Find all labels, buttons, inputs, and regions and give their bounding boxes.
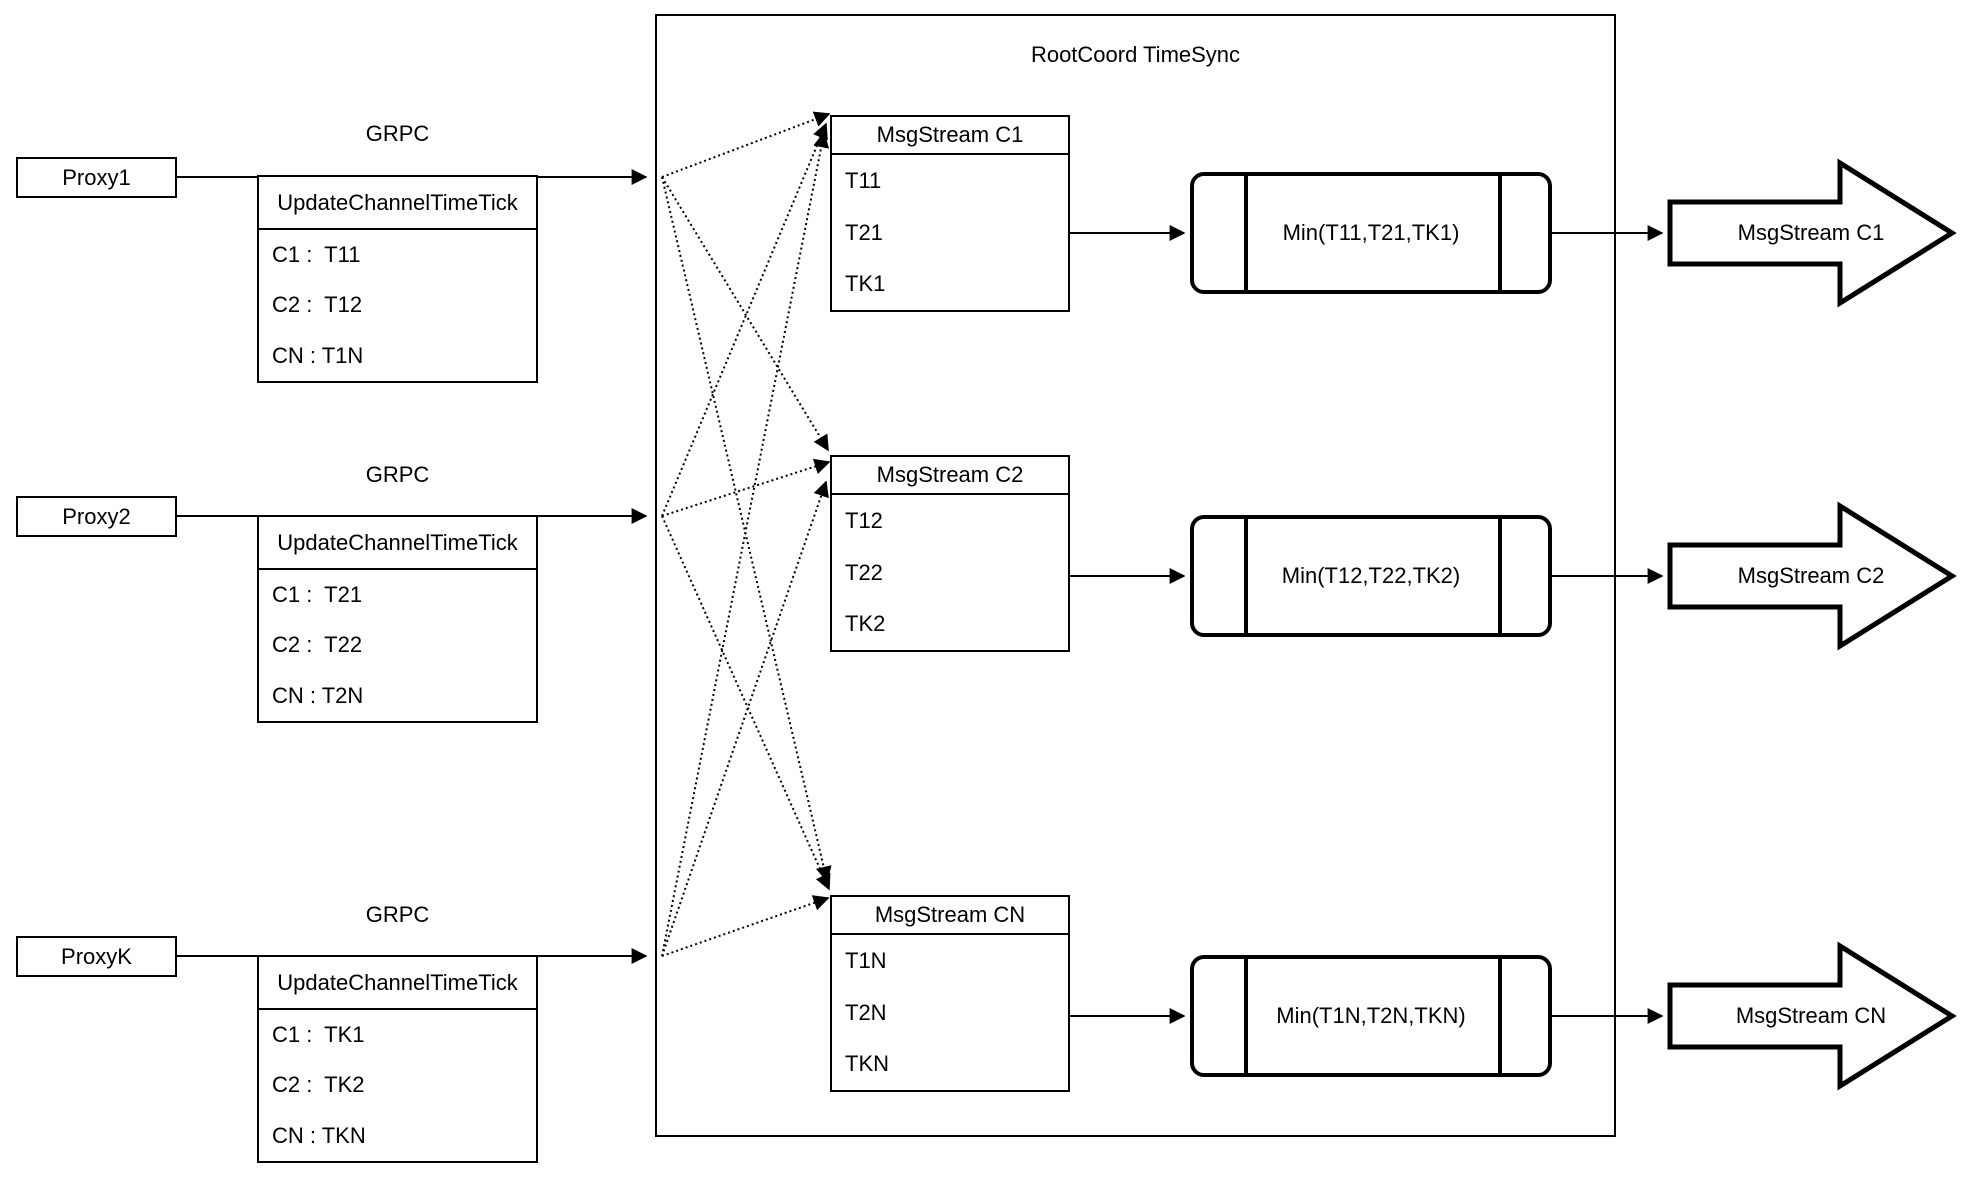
table-header: UpdateChannelTimeTick: [259, 177, 536, 230]
dotted-arrow-p1-cn: [661, 176, 832, 883]
min-box-3: Min(T1N,T2N,TKN): [1190, 955, 1552, 1077]
msgstream-out-arrow-shape-1: [1667, 158, 1957, 308]
msgstream-out-arrow-shape-2: [1667, 501, 1957, 651]
table-row: C1 : T21: [272, 582, 363, 608]
table-row: C2 : TK2: [272, 1072, 365, 1098]
dotted-arrow-p2-c2: [661, 458, 831, 517]
proxy1-box: Proxy1: [16, 157, 177, 198]
min-label-3: Min(T1N,T2N,TKN): [1276, 1003, 1466, 1028]
min-box-left-divider: [1244, 519, 1248, 633]
table-row: C2 : T22: [272, 632, 363, 658]
table-header: UpdateChannelTimeTick: [259, 517, 536, 570]
table-row: TK2: [845, 611, 886, 637]
min-label-2: Min(T12,T22,TK2): [1281, 563, 1461, 588]
proxy2-box: Proxy2: [16, 496, 177, 537]
rootcoord-title: RootCoord TimeSync: [1030, 42, 1241, 67]
min-box-2: Min(T12,T22,TK2): [1190, 515, 1552, 637]
proxyk-box: ProxyK: [16, 936, 177, 977]
table-row: CN : T2N: [272, 682, 364, 708]
dotted-arrow-p2-c1: [661, 122, 828, 517]
table-row: CN : T1N: [272, 342, 364, 368]
proxyk-label: ProxyK: [61, 943, 132, 969]
table-row: T2N: [845, 999, 887, 1025]
dotted-arrow-pk-cn: [661, 895, 830, 957]
update-timetick-table-3: UpdateChannelTimeTick C1 : TK1 C2 : TK2 …: [257, 955, 538, 1163]
min-box-right-divider: [1498, 959, 1502, 1073]
table-row: T1N: [845, 947, 887, 973]
min-label-1: Min(T11,T21,TK1): [1282, 220, 1460, 245]
table-row: T21: [845, 219, 883, 245]
table-header: MsgStream C1: [832, 117, 1068, 155]
msgstream-table-c1: MsgStream C1 T11 T21 TK1: [830, 115, 1070, 312]
grpc-label-2: GRPC: [365, 462, 430, 487]
msgstream-table-cn: MsgStream CN T1N T2N TKN: [830, 895, 1070, 1092]
table-header: MsgStream C2: [832, 457, 1068, 495]
table-row: T22: [845, 559, 883, 585]
table-row: C2 : T12: [272, 292, 363, 318]
table-header: MsgStream CN: [832, 897, 1068, 935]
grpc-label-3: GRPC: [365, 902, 430, 927]
grpc-label-1: GRPC: [365, 121, 430, 146]
dotted-arrow-p1-c1: [661, 111, 831, 178]
proxy1-label: Proxy1: [62, 164, 131, 190]
msgstream-out-arrow-shape-3: [1667, 941, 1957, 1091]
table-row: C1 : TK1: [272, 1022, 365, 1048]
dotted-arrow-pk-c1: [661, 131, 830, 957]
min-box-left-divider: [1244, 959, 1248, 1073]
table-row: T11: [845, 167, 882, 193]
table-row: TKN: [845, 1051, 889, 1077]
min-box-right-divider: [1498, 519, 1502, 633]
min-box-1: Min(T11,T21,TK1): [1190, 172, 1552, 294]
msgstream-out-label-2: MsgStream C2: [1737, 563, 1885, 588]
table-row: T12: [845, 507, 883, 533]
table-row: TK1: [845, 271, 886, 297]
table-row: C1 : T11: [272, 242, 361, 268]
table-row: CN : TKN: [272, 1122, 366, 1148]
proxy2-label: Proxy2: [62, 503, 131, 529]
update-timetick-table-2: UpdateChannelTimeTick C1 : T21 C2 : T22 …: [257, 515, 538, 723]
update-timetick-table-1: UpdateChannelTimeTick C1 : T11 C2 : T12 …: [257, 175, 538, 383]
dotted-arrow-p1-c2: [661, 176, 829, 452]
dotted-arrow-p2-cn: [661, 515, 831, 891]
dotted-arrow-pk-c2: [661, 480, 829, 957]
table-header: UpdateChannelTimeTick: [259, 957, 536, 1010]
msgstream-out-label-3: MsgStream CN: [1735, 1003, 1887, 1028]
msgstream-out-label-1: MsgStream C1: [1737, 220, 1885, 245]
min-box-left-divider: [1244, 176, 1248, 290]
min-box-right-divider: [1498, 176, 1502, 290]
msgstream-table-c2: MsgStream C2 T12 T22 TK2: [830, 455, 1070, 652]
